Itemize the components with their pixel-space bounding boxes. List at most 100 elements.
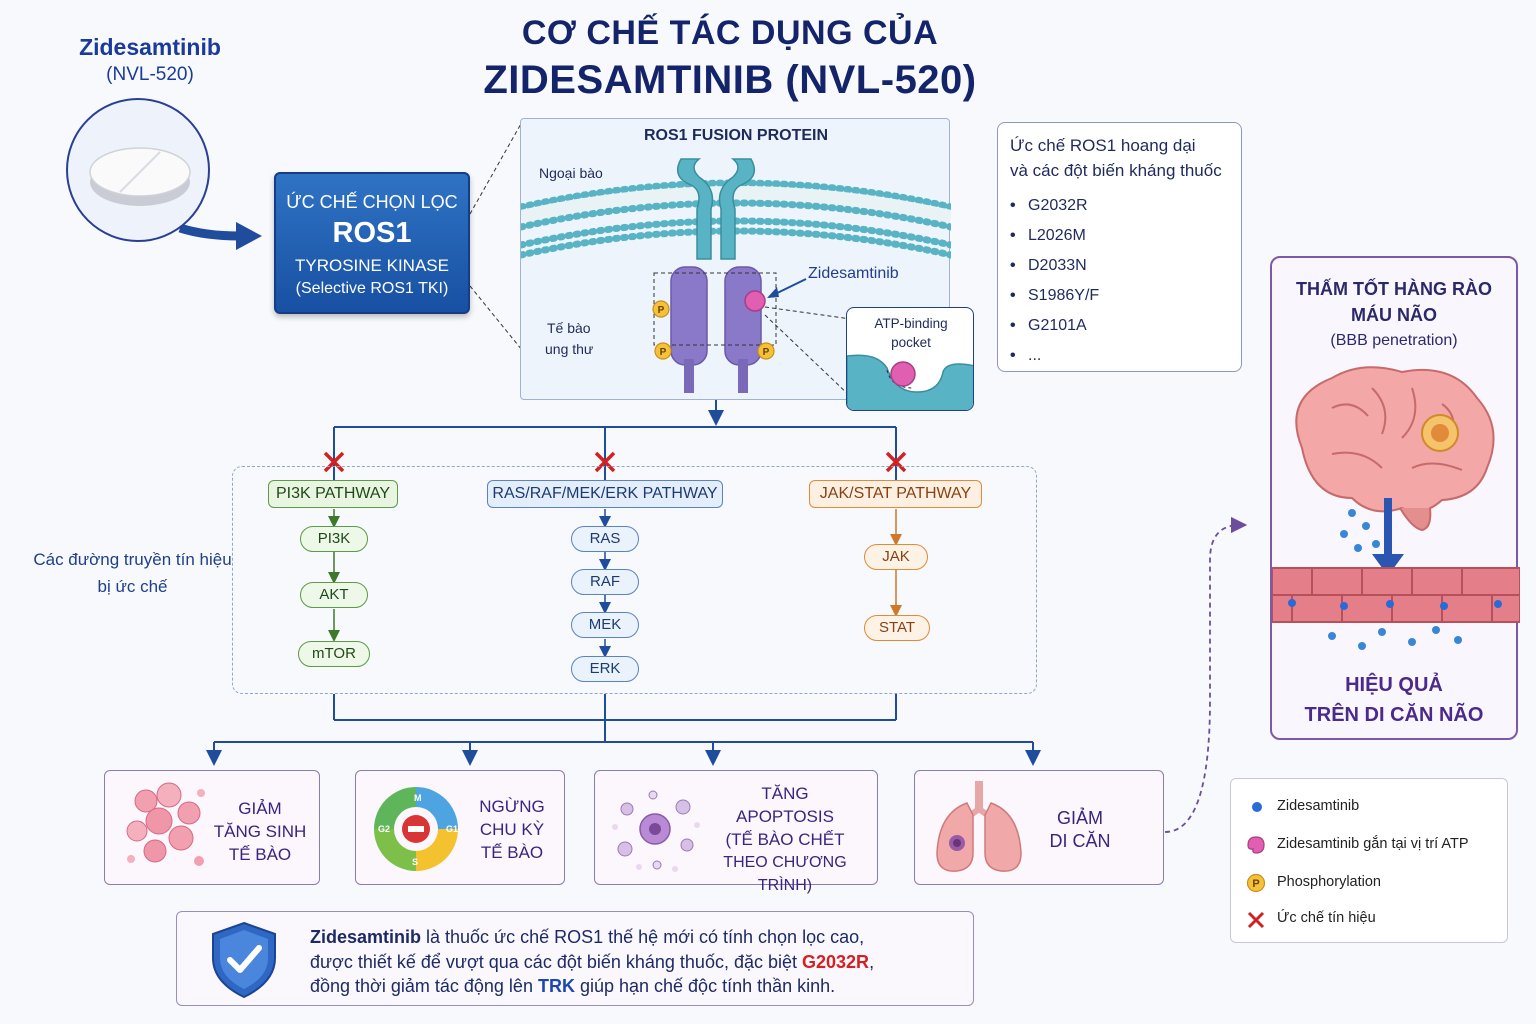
summary-text-5: giúp hạn chế độc tính thần kinh. <box>574 976 836 996</box>
raf-node: RAF <box>571 569 639 595</box>
extracellular-label: Ngoại bào <box>539 165 603 181</box>
cancer-cell-label-1: Tế bào <box>547 320 591 336</box>
inhibited-pathways-label-line-1: Các đường truyền tín hiệu <box>33 550 232 569</box>
mutations-title-line-1: Ức chế ROS1 hoang dại <box>1010 136 1196 155</box>
bbb-title-line-2: MÁU NÃO <box>1351 305 1437 325</box>
page-title-line-2: ZIDESAMTINIB (NVL-520) <box>483 58 977 102</box>
svg-text:P: P <box>660 347 667 358</box>
summary-text-1: là thuốc ức chế ROS1 thế hệ mới có tính … <box>421 927 865 947</box>
svg-text:G1: G1 <box>446 824 458 834</box>
bbb-penetration-box: THẤM TỐT HÀNG RÀO MÁU NÃO (BBB penetrati… <box>1270 256 1520 740</box>
ros1-fusion-panel: P P P ROS1 FUSION PROTEIN Ngoại bào Tế b… <box>520 118 974 411</box>
bound-drug-icon <box>1247 836 1265 854</box>
erk-node: ERK <box>571 656 639 682</box>
phosphorylation-icon: P <box>654 342 672 360</box>
ros1-fusion-illustration: P P P <box>521 158 951 398</box>
effect-reduced-proliferation: GIẢM TĂNG SINH TẾ BÀO <box>104 770 320 885</box>
mutations-title-line-2: và các đột biến kháng thuốc <box>1010 161 1222 180</box>
effect-4-line-1: GIẢM <box>1056 808 1103 828</box>
tki-line-3: TYROSINE KINASE <box>295 256 449 275</box>
mutation-item: G2101A <box>1010 311 1229 341</box>
effect-1-line-2: TĂNG SINH <box>213 822 307 841</box>
brain-barrier-illustration <box>1272 366 1520 650</box>
apoptosis-cells-icon <box>612 790 700 872</box>
effect-reduced-metastasis: GIẢM DI CĂN <box>914 770 1164 885</box>
inhibited-pathways-label-line-2: bị ức chế <box>97 577 168 596</box>
mutation-item: S1986Y/F <box>1010 281 1229 311</box>
drug-code: (NVL-520) <box>106 64 194 85</box>
zidesamtinib-label: Zidesamtinib <box>808 265 899 282</box>
inhibition-x-icon <box>1247 911 1265 929</box>
mutation-item: L2026M <box>1010 221 1229 251</box>
brain-icon <box>1295 366 1495 532</box>
tki-line-1: ỨC CHẾ CHỌN LỌC <box>286 192 458 212</box>
stat-node: STAT <box>864 615 930 641</box>
svg-text:P: P <box>658 305 665 316</box>
drug-name: Zidesamtinib <box>79 34 221 60</box>
ras-pathway-header: RAS/RAF/MEK/ERK PATHWAY <box>487 480 723 508</box>
proliferating-cells-icon <box>126 782 205 866</box>
bbb-effect-line-1: HIỆU QUẢ <box>1345 674 1443 696</box>
atp-pocket-label-1: ATP-binding <box>874 316 948 331</box>
mtor-node: mTOR <box>298 641 370 667</box>
effect-increased-apoptosis: TĂNG APOPTOSIS (TẾ BÀO CHẾT THEO CHƯƠNG … <box>594 770 878 894</box>
svg-text:P: P <box>763 347 770 358</box>
inhibition-x-icon <box>594 451 616 473</box>
summary-box: Zidesamtinib là thuốc ức chế ROS1 thế hệ… <box>176 911 974 1006</box>
effect-3-line-3: (TẾ BÀO CHẾT <box>725 830 845 849</box>
cancer-cell-label-2: ung thư <box>545 341 594 357</box>
cell-cycle-icon: M G2 S G1 <box>374 787 458 871</box>
mutations-list: G2032RL2026MD2033NS1986Y/FG2101A... <box>1010 191 1229 371</box>
legend-item-1: Zidesamtinib <box>1277 798 1360 814</box>
svg-text:P: P <box>1252 878 1259 890</box>
tki-line-2: ROS1 <box>332 217 412 249</box>
effect-2-line-1: NGỪNG <box>479 797 545 816</box>
atp-pocket-label-2: pocket <box>891 335 931 350</box>
inhibition-x-icon <box>323 451 345 473</box>
page-title-line-1: CƠ CHẾ TÁC DỤNG CỦA <box>521 14 939 52</box>
summary-line-3: đồng thời giảm tác động lên TRK giúp hạn… <box>310 974 960 999</box>
jak-pathway-header: JAK/STAT PATHWAY <box>809 480 982 508</box>
bbb-title: THẤM TỐT HÀNG RÀO MÁU NÃO <box>1272 276 1516 328</box>
bound-drug-icon <box>744 290 766 312</box>
summary-trk-highlight: TRK <box>537 976 575 996</box>
legend-item-4: Ức chế tín hiệu <box>1277 910 1376 926</box>
effect-1-line-3: TẾ BÀO <box>228 845 292 864</box>
effect-4-line-2: DI CĂN <box>1049 831 1111 851</box>
mutation-item: ... <box>1010 341 1229 371</box>
bbb-title-line-1: THẤM TỐT HÀNG RÀO <box>1296 279 1492 299</box>
effect-2-line-3: TẾ BÀO <box>480 843 544 862</box>
effect-2-line-2: CHU KỲ <box>479 820 545 839</box>
inhibited-pathways-label: Các đường truyền tín hiệu bị ức chế <box>30 546 235 600</box>
bbb-effect-line-2: TRÊN DI CĂN NÃO <box>1304 704 1484 726</box>
pathway-container <box>232 466 1037 694</box>
summary-mutation-highlight: G2032R <box>802 951 870 972</box>
jak-node: JAK <box>864 544 928 570</box>
tki-line-4: (Selective ROS1 TKI) <box>295 280 449 297</box>
mutation-item: D2033N <box>1010 251 1229 281</box>
effect-cell-cycle-arrest: M G2 S G1 NGỪNG CHU KỲ TẾ BÀO <box>355 770 565 885</box>
effect-1-text: GIẢM TĂNG SINH TẾ BÀO <box>205 797 315 866</box>
legend-item-3: Phosphorylation <box>1277 874 1381 890</box>
mutations-title: Ức chế ROS1 hoang dại và các đột biến kh… <box>1010 133 1229 183</box>
effect-3-line-2: APOPTOSIS <box>736 807 834 826</box>
atp-pocket-inset: ATP-binding pocket <box>846 307 974 411</box>
drug-dot-icon <box>1252 802 1262 812</box>
effect-3-text: TĂNG APOPTOSIS (TẾ BÀO CHẾT THEO CHƯƠNG … <box>695 782 875 897</box>
effect-3-line-4: THEO CHƯƠNG TRÌNH) <box>723 854 847 894</box>
summary-text-2: được thiết kế để vượt qua các đột biến k… <box>310 951 803 972</box>
svg-text:S: S <box>412 857 418 867</box>
bbb-effect: HIỆU QUẢ TRÊN DI CĂN NÃO <box>1272 670 1516 730</box>
summary-line-1: Zidesamtinib là thuốc ức chế ROS1 thế hệ… <box>310 925 960 950</box>
phosphorylation-icon: P <box>1246 873 1266 893</box>
effect-3-line-1: TĂNG <box>761 784 809 803</box>
pi3k-node: PI3K <box>300 526 368 552</box>
summary-drug-name: Zidesamtinib <box>310 927 422 947</box>
phosphorylation-icon: P <box>652 300 670 318</box>
summary-line-2: được thiết kế để vượt qua các đột biến k… <box>310 950 960 975</box>
pi3k-pathway-header: PI3K PATHWAY <box>268 480 398 508</box>
summary-text: Zidesamtinib là thuốc ức chế ROS1 thế hệ… <box>310 925 960 999</box>
phosphorylation-icon: P <box>757 342 775 360</box>
mutations-box: Ức chế ROS1 hoang dại và các đột biến kh… <box>997 122 1242 372</box>
